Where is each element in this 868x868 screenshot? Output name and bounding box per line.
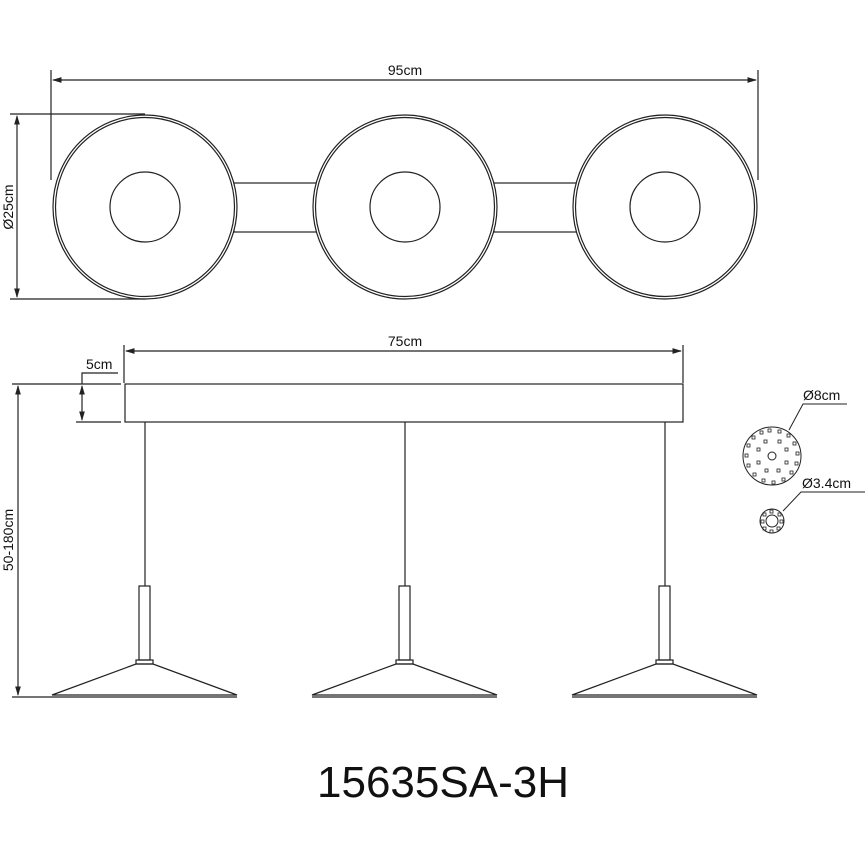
connector-bar-1 [233,182,320,233]
shade-top-2 [312,114,498,300]
ceiling-canopy [124,383,684,423]
led-module-small [759,491,865,534]
overall-length-label: 95cm [388,62,422,78]
model-number: 15635SA-3H [317,758,569,807]
shade-top-3 [572,114,758,300]
pendant-1 [51,422,238,698]
top-view [10,70,759,300]
canopy-height-label: 5cm [86,356,112,372]
small-led-diameter-label: Ø3.4cm [802,475,851,491]
led-module-large [742,403,847,486]
pendant-3 [571,422,758,698]
canopy-length-label: 75cm [388,333,422,349]
pendant-2 [311,422,498,698]
shade-top-1 [52,114,238,300]
drop-height-label: 50-180cm [0,509,16,571]
side-view [12,345,758,698]
connector-bar-2 [493,182,580,233]
large-led-diameter-label: Ø8cm [803,387,840,403]
shade-diameter-label: Ø25cm [0,184,16,229]
